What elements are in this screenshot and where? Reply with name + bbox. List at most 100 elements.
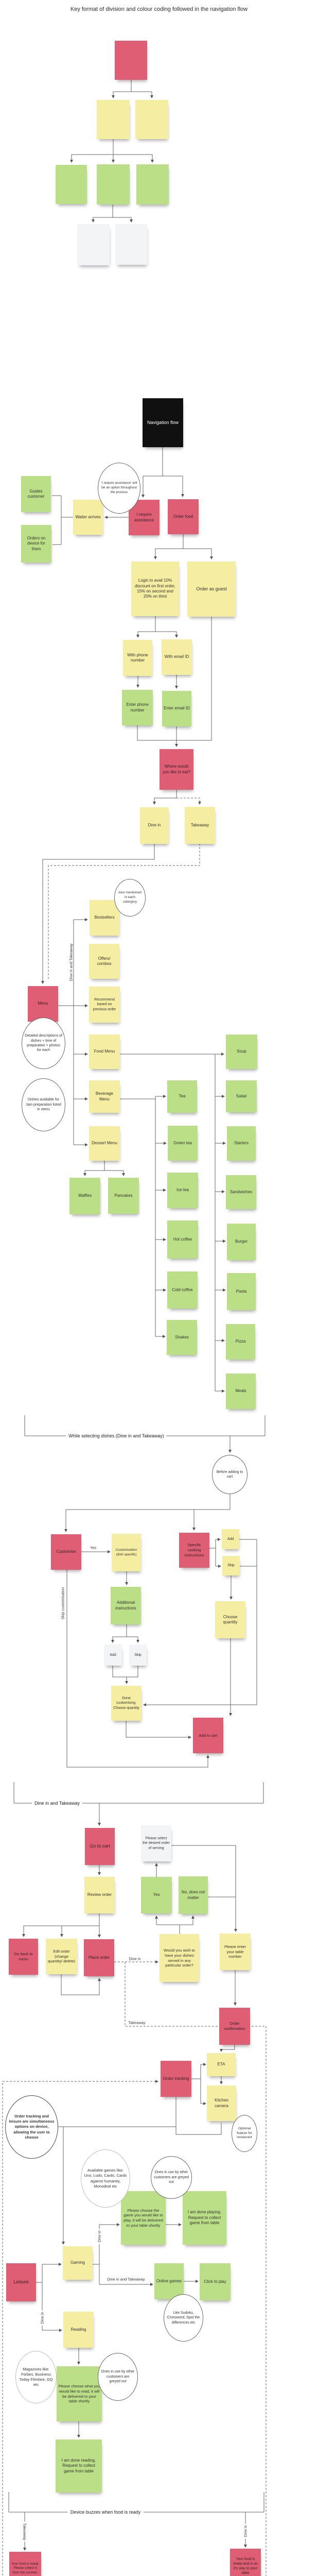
sticky-note-done-reading: I am done reading. Request to collect ga…	[56, 2439, 102, 2493]
sticky-note-legend-green-1	[56, 165, 87, 204]
annotation-circle-sudoku-games: Like Sudoku, Crossword, Spot the differe…	[164, 2294, 203, 2342]
sticky-note-yes-order: Yes	[141, 1877, 172, 1913]
sticky-note-starters: Starters	[227, 1126, 256, 1161]
sticky-note-soup: Soup	[226, 1035, 257, 1069]
annotation-circle-detailed-descriptions: Detailed descriptions of dishes + time o…	[22, 1018, 65, 1069]
sticky-note-shakes: Shakes	[167, 1320, 197, 1355]
edge-label-dinein-serving: Dine in	[127, 1956, 143, 1961]
sticky-note-waiter-arrives: Waiter arrives	[73, 500, 103, 535]
sticky-note-order-as-guest: Order as guest	[187, 562, 236, 617]
sticky-note-navigation-flow: Navigation flow	[143, 398, 183, 447]
edge-label-dinein-leisure: Dine in	[40, 2310, 45, 2326]
sticky-note-done-playing: I am done playing. Request to collect ga…	[183, 2191, 226, 2245]
sticky-note-enter-table: Please enter your table number	[220, 1934, 251, 1970]
annotation-circle-also-mentioned: Also mentioned in each catergory	[114, 879, 146, 917]
sticky-note-sandwiches: Sandwiches	[226, 1175, 256, 1209]
sticky-note-leisure: Leisure	[6, 2263, 36, 2301]
sticky-note-please-select-serving: Please select the desired order of servi…	[141, 1825, 171, 1861]
annotation-circle-magazines: Magazines like: Forbes, Business Today F…	[15, 2351, 57, 2403]
sticky-note-please-choose-game: Please choose the game you would like to…	[121, 2191, 166, 2245]
annotation-circle-games-greyed-out: Ones in use by other customers are greye…	[151, 2156, 192, 2199]
sticky-note-recommend: Recommend based on previous order	[89, 987, 120, 1023]
sticky-note-ice-tea: Ice tea	[167, 1173, 198, 1208]
sticky-note-go-back-menu: Go back to menu	[9, 1939, 38, 1975]
sticky-note-pancakes: Pancakes	[108, 1178, 139, 1214]
sticky-note-legend-white-1	[77, 224, 110, 265]
sticky-note-order-confirmation: Order confirmation	[219, 2008, 250, 2045]
sticky-note-would-you-wish: Would you wish to have your dishes serve…	[160, 1934, 199, 1982]
annotation-circle-before-adding-cart: Before adding to cart	[212, 1455, 248, 1494]
sticky-note-please-choose-read: Please choose what you would like to rea…	[57, 2366, 102, 2421]
sticky-note-legend-red	[115, 41, 147, 80]
sticky-note-meals: Meals	[226, 1374, 256, 1409]
sticky-note-eta: ETA	[207, 2053, 236, 2076]
sticky-note-beverage-menu: Beverage Menu	[89, 1080, 120, 1113]
sticky-note-customise: Customise	[51, 1534, 81, 1570]
sticky-note-login-discount: Login to avail 10% discount on first ord…	[131, 562, 179, 616]
edge-label-dinein-takeaway-menu-rail: Dine in and Takeaway	[68, 942, 74, 983]
sticky-note-enter-email: Enter email ID	[162, 691, 191, 726]
sticky-note-add-to-cart: Add to cart	[193, 1718, 223, 1753]
edge-label-skip-customisation: Skip customisation	[60, 1585, 65, 1621]
sticky-note-skip-instructions: Skip	[129, 1645, 147, 1666]
sticky-note-offers-combos: Offers/ combos	[89, 944, 119, 979]
sticky-note-add-instructions: Add	[104, 1645, 122, 1666]
section-divider-divider-device-buzzes: Device buzzes when food is ready	[67, 2510, 144, 2515]
edge-label-dinein-buzz: Dine in	[243, 2523, 248, 2539]
sticky-note-add-cooking: Add	[222, 1529, 239, 1549]
sticky-note-menu: Menu	[28, 986, 58, 1022]
sticky-note-where-eat: Where would you like to eat?	[160, 749, 193, 790]
sticky-note-done-customising: Done customising. Choose quantity	[111, 1686, 142, 1721]
sticky-note-guides-customer: Guides customer	[21, 476, 51, 512]
sticky-note-tea: Tea	[167, 1080, 197, 1113]
sticky-note-go-to-cart: Go to cart	[85, 1828, 115, 1865]
sticky-note-food-ready-counter: Your food is ready. Please collect it fr…	[9, 2552, 41, 2576]
sticky-note-orders-on-device: Orders on device for them	[21, 525, 51, 563]
sticky-note-legend-yellow-1	[97, 100, 130, 139]
sticky-note-food-menu: Food Menu	[89, 1035, 120, 1069]
sticky-note-kitchen-camera: Kitchen camera	[207, 2086, 236, 2121]
sticky-note-pasta: Pasta	[227, 1273, 256, 1310]
sticky-note-hot-coffee: Hot coffee	[167, 1221, 198, 1259]
sticky-note-reading: Reading	[63, 2312, 94, 2348]
sticky-note-salad: Salad	[226, 1080, 257, 1112]
sticky-note-no-matter: No, does not matter	[179, 1876, 208, 1914]
edge-label-dinein-takeaway-online: Dine in and Takeaway	[105, 2277, 147, 2282]
sticky-note-enter-phone: Enter phone number	[122, 690, 153, 725]
sticky-note-gaming: Gaming	[63, 2246, 93, 2280]
sticky-note-skip-cooking: Skip	[222, 1556, 240, 1575]
sticky-note-order-food: Order food	[168, 499, 199, 534]
sticky-note-edit-order: Edit order (change quantity/ delete)	[46, 1939, 77, 1974]
sticky-note-place-order: Place order	[84, 1939, 114, 1976]
annotation-circle-jain-preparation: Dishes available for Jain preparation li…	[22, 1078, 65, 1131]
edge-label-dinein-games: Dine in	[97, 2229, 102, 2244]
sticky-note-legend-white-2	[115, 224, 147, 265]
sticky-note-cold-coffee: Cold coffee	[167, 1272, 198, 1309]
sticky-note-legend-green-2	[97, 164, 130, 205]
annotation-circle-optional-feature: Optional feature for restaurant	[232, 2115, 257, 2152]
sticky-note-bestsellers: Bestsellers	[90, 900, 119, 936]
sticky-note-takeaway: Takeaway	[185, 807, 215, 844]
sticky-note-pizza: Pizza	[226, 1324, 255, 1360]
sticky-note-waffles: Waffles	[69, 1178, 100, 1214]
edge-label-takeaway-payment-path: Takeaway	[127, 2020, 147, 2025]
sticky-note-legend-green-3	[136, 164, 169, 205]
sticky-note-dine-in: Dine in	[140, 807, 169, 844]
sticky-note-dessert-menu: Dessert Menu	[89, 1126, 120, 1161]
sticky-note-specific-cooking: Specific cooking instructions	[179, 1533, 209, 1568]
annotation-circle-assistance-option: 'I require assistance' will be an option…	[98, 463, 140, 514]
section-divider-divider-selecting-dishes: While selecting dishes (Dine in and Take…	[66, 1433, 167, 1438]
sticky-note-legend-yellow-2	[135, 100, 168, 139]
annotation-circle-tracking-leisure: Order tracking and leisure are simultane…	[5, 2095, 58, 2159]
sticky-note-customisation-dish: Customisation (dish specific)	[112, 1534, 141, 1571]
sticky-note-review-order: Review order	[84, 1877, 115, 1913]
edge-label-takeaway-buzz: Takeaway	[22, 2521, 27, 2542]
sticky-note-click-to-play: Click to play	[200, 2263, 231, 2300]
sticky-note-with-email: With email ID	[162, 639, 192, 675]
sticky-note-order-tracking: Order tracking	[161, 2061, 191, 2097]
page-title: Key format of division and colour coding…	[70, 6, 248, 12]
edge-label-yes: Yes	[88, 1545, 98, 1550]
sticky-note-additional-instructions: Additional instructions	[111, 1587, 141, 1624]
